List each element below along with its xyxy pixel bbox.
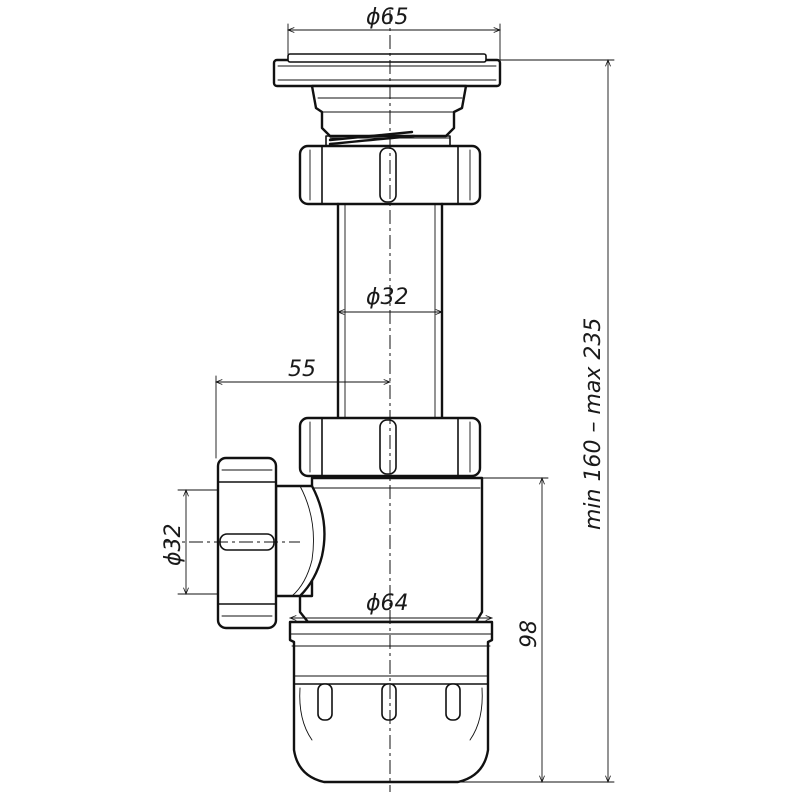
flange-collar <box>310 84 468 138</box>
side-outlet-nut <box>216 456 278 630</box>
bottle-diameter-label: ϕ64 <box>366 591 409 616</box>
dim-bottle-height: 98 <box>459 478 549 782</box>
dim-overall-height: min 160 – max 235 <box>499 60 615 782</box>
top-grate-flange <box>272 53 502 88</box>
dim-bottle-diameter: ϕ64 <box>290 591 492 618</box>
side-outlet-diameter-label: ϕ32 <box>161 523 186 566</box>
dim-pipe-diameter: ϕ32 <box>338 285 442 312</box>
top-diameter-label: ϕ65 <box>366 5 409 30</box>
overall-height-label: min 160 – max 235 <box>581 318 606 530</box>
dim-offset: 55 <box>216 357 390 459</box>
offset-label: 55 <box>288 357 316 382</box>
dim-top-diameter: ϕ65 <box>288 5 500 61</box>
bottle-cap <box>288 620 494 784</box>
bottle-height-label: 98 <box>517 620 542 648</box>
bottle-body <box>274 476 484 624</box>
upper-nut <box>298 144 482 206</box>
pipe-diameter-label: ϕ32 <box>366 285 409 310</box>
dim-side-outlet-diameter: ϕ32 <box>161 490 219 594</box>
